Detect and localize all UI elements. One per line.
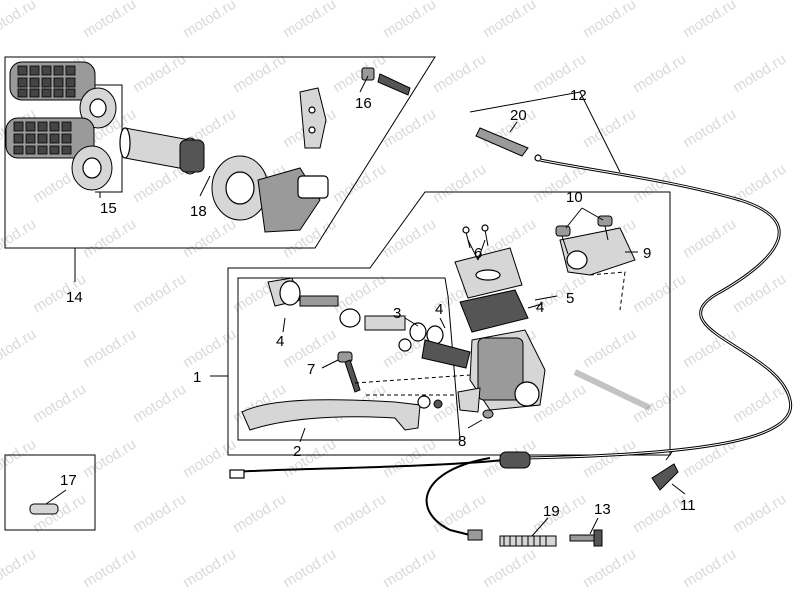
throttle-tube <box>119 127 205 175</box>
handlebar-grip-lower <box>5 117 113 191</box>
assembly-line <box>589 271 626 311</box>
callout-10: 10 <box>566 189 583 206</box>
callout-3: 3 <box>393 305 401 322</box>
callout-16: 16 <box>355 95 372 112</box>
brake-lever <box>241 395 443 431</box>
lever-group-outline <box>237 277 461 441</box>
master-cylinder-body <box>457 329 546 413</box>
screw-13 <box>569 529 603 547</box>
brake-switch <box>651 451 679 491</box>
reservoir-diaphragm <box>459 289 529 333</box>
throttle-housing <box>211 155 329 233</box>
clamp-screws <box>555 215 613 255</box>
switch-cable <box>229 451 531 541</box>
callout-4: 4 <box>435 301 443 318</box>
callout-6: 6 <box>474 245 482 262</box>
callout-4: 4 <box>536 299 544 316</box>
callout-13: 13 <box>594 501 611 518</box>
callout-7: 7 <box>307 361 315 378</box>
part-17-box <box>4 454 96 531</box>
callout-19: 19 <box>543 503 560 520</box>
cable-adjuster <box>573 369 652 411</box>
callout-4: 4 <box>276 333 284 350</box>
master-cylinder-group-outline <box>227 191 671 456</box>
callout-14: 14 <box>66 289 83 306</box>
handlebar-grip-upper <box>9 61 117 129</box>
callout-2: 2 <box>293 443 301 460</box>
callout-18: 18 <box>190 203 207 220</box>
callout-1: 1 <box>193 369 201 386</box>
throttle-group-outline <box>4 56 436 249</box>
pivot-bolt <box>337 351 361 393</box>
callout-12: 12 <box>570 87 587 104</box>
throttle-bracket <box>299 87 327 149</box>
part-17-pin <box>29 503 59 515</box>
leader-lines <box>45 75 686 537</box>
callout-9: 9 <box>643 245 651 262</box>
callout-labels: 1 2 3 4 4 4 5 6 7 8 9 10 11 12 13 14 15 … <box>60 87 696 520</box>
reservoir-cap <box>454 247 523 299</box>
callout-5: 5 <box>566 290 574 307</box>
callout-8: 8 <box>458 433 466 450</box>
screw-16 <box>361 67 411 96</box>
callout-11: 11 <box>680 497 696 514</box>
callout-17: 17 <box>60 472 77 489</box>
piston-assembly <box>267 277 471 369</box>
spring <box>499 535 557 547</box>
throttle-cable <box>475 127 793 460</box>
assembly-line <box>354 374 471 384</box>
pivot-nut <box>482 409 494 419</box>
callout-20: 20 <box>510 107 527 124</box>
handlebar-clamp <box>559 227 636 276</box>
callout-15: 15 <box>100 200 117 217</box>
